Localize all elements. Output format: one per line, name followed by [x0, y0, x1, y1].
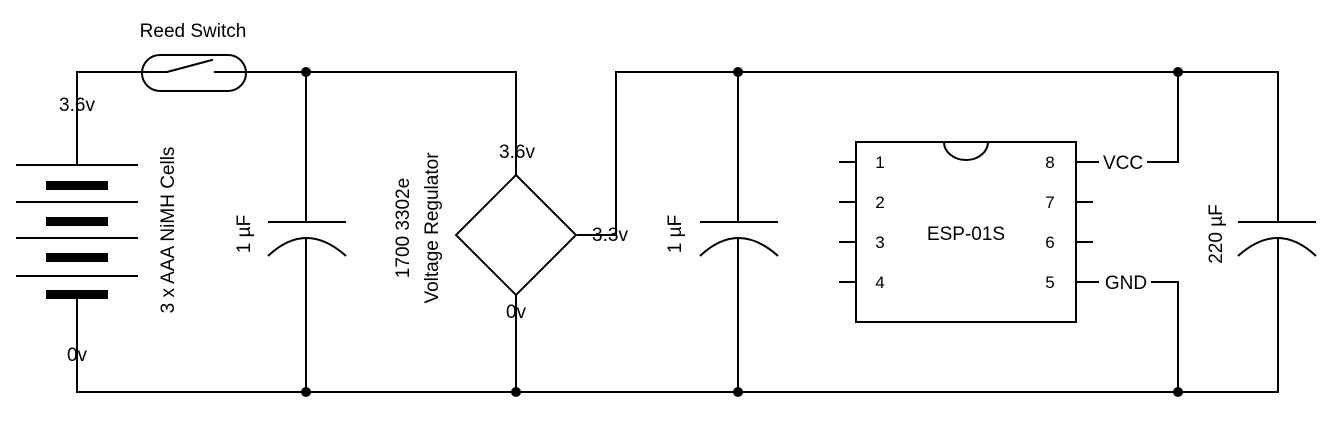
- voltage-regulator: [454, 173, 578, 393]
- reed-switch-label: Reed Switch: [140, 21, 247, 42]
- capacitor-3: [1237, 221, 1317, 257]
- junction-dot: [1173, 67, 1183, 77]
- vcc-label: VCC: [1103, 153, 1143, 174]
- esp01s-chip: [839, 141, 1099, 323]
- regulator-output-voltage: 3.3v: [592, 225, 628, 246]
- chip-pin-8: 8: [1045, 153, 1054, 172]
- chip-pin-6: 6: [1045, 233, 1054, 252]
- capacitor-2-label: 1 µF: [665, 215, 686, 253]
- junction-dot: [733, 387, 743, 397]
- gnd-label: GND: [1105, 273, 1147, 294]
- chip-pin-4: 4: [875, 273, 884, 292]
- capacitor-3-label: 220 µF: [1206, 204, 1227, 264]
- top-rail-left: [76, 71, 517, 176]
- battery-top-voltage: 3.6v: [59, 95, 95, 116]
- junction-dot: [511, 387, 521, 397]
- chip-pin-2: 2: [875, 193, 884, 212]
- regulator-model-label: 1700 3302e: [393, 178, 414, 278]
- chip-name: ESP-01S: [927, 224, 1005, 245]
- vcc-connection: [1147, 71, 1179, 163]
- gnd-connection: [1151, 281, 1179, 393]
- battery-label: 3 x AAA NiMH Cells: [158, 147, 179, 314]
- chip-pin-7: 7: [1045, 193, 1054, 212]
- battery-bottom-voltage: 0v: [67, 345, 88, 366]
- capacitor-2: [699, 71, 779, 393]
- top-rail-right: [577, 71, 1279, 236]
- capacitor-1-label: 1 µF: [234, 215, 255, 253]
- battery: [16, 114, 138, 341]
- chip-pin-3: 3: [875, 233, 884, 252]
- junction-dot: [301, 67, 311, 77]
- junction-dot: [733, 67, 743, 77]
- chip-pin-5: 5: [1045, 273, 1054, 292]
- regulator-input-voltage: 3.6v: [499, 142, 535, 163]
- ground-rail: [76, 254, 1279, 393]
- reed-switch: [141, 54, 247, 92]
- regulator-type-label: Voltage Regulator: [422, 152, 443, 304]
- regulator-ground-voltage: 0v: [506, 302, 527, 323]
- capacitor-1: [267, 71, 347, 393]
- chip-pin-1: 1: [875, 153, 884, 172]
- junction-dot: [1173, 387, 1183, 397]
- junction-dot: [301, 387, 311, 397]
